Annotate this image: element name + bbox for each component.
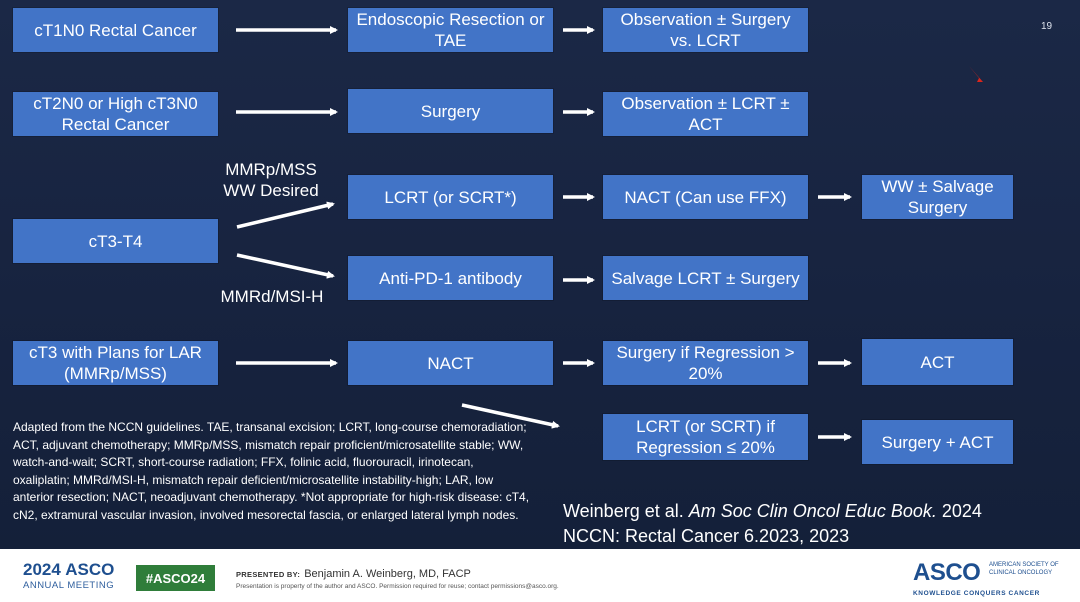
meeting-sub: ANNUAL MEETING — [23, 580, 115, 591]
slide: 19 cT1N0 Rectal Cancer Endoscopic Resect… — [0, 0, 1080, 549]
asco-logo: ASCO AMERICAN SOCIETY OF CLINICAL ONCOLO… — [913, 559, 1063, 597]
branch-label-mmrp: MMRp/MSS WW Desired — [223, 160, 319, 200]
asco-society-name: AMERICAN SOCIETY OF CLINICAL ONCOLOGY — [989, 562, 1059, 576]
footnote: Adapted from the NCCN guidelines. TAE, t… — [13, 420, 530, 522]
stage-ct2n0: cT2N0 or High cT3N0 Rectal Cancer — [13, 92, 218, 136]
anti-pd1-box: Anti-PD-1 antibody — [348, 256, 553, 300]
footer: 2024 ASCO ANNUAL MEETING #ASCO24 PRESENT… — [0, 549, 1080, 602]
asco-tagline: KNOWLEDGE CONQUERS CANCER — [913, 590, 1040, 597]
observation-surgery-box: Observation ± Surgery vs. LCRT — [603, 8, 808, 52]
asco-annual-meeting-logo: 2024 ASCO ANNUAL MEETING — [23, 560, 114, 591]
nact-ffx-box: NACT (Can use FFX) — [603, 175, 808, 219]
asco-logo-word: ASCO — [913, 559, 981, 586]
lcrt-box: LCRT (or SCRT*) — [348, 175, 553, 219]
branch-label-mmrd: MMRd/MSI-H — [220, 287, 324, 306]
citation-author: Weinberg et al. — [563, 501, 689, 521]
presented-by-label: PRESENTED BY: — [236, 570, 301, 579]
stage-ct3-lar: cT3 with Plans for LAR (MMRp/MSS) — [13, 341, 218, 385]
hashtag-badge: #ASCO24 — [136, 565, 215, 591]
disclaimer: Presentation is property of the author a… — [236, 583, 559, 590]
stage-ct1n0: cT1N0 Rectal Cancer — [13, 8, 218, 52]
salvage-lcrt-box: Salvage LCRT ± Surgery — [603, 256, 808, 300]
citation-journal: Am Soc Clin Oncol Educ Book. — [688, 501, 937, 521]
arrow-layer — [236, 26, 983, 441]
presenter-name: Benjamin A. Weinberg, MD, FACP — [304, 568, 471, 580]
citation-line-1: Weinberg et al. Am Soc Clin Oncol Educ B… — [563, 499, 982, 524]
pointer-icon — [969, 66, 983, 82]
endoscopic-resection-box: Endoscopic Resection or TAE — [348, 8, 553, 52]
ww-salvage-box: WW ± Salvage Surgery — [862, 175, 1013, 219]
surgery-box: Surgery — [348, 89, 553, 133]
surgery-act-box: Surgery + ACT — [862, 420, 1013, 464]
arrow-nact-to-lcrt-if — [461, 403, 560, 429]
citation: Weinberg et al. Am Soc Clin Oncol Educ B… — [563, 499, 982, 549]
surgery-if-regression-box: Surgery if Regression > 20% — [603, 341, 808, 385]
meeting-brand: ASCO — [65, 560, 115, 579]
citation-year: 2024 — [936, 501, 982, 521]
stage-ct3-t4: cT3-T4 — [13, 219, 218, 263]
slide-number: 19 — [1041, 21, 1053, 32]
lcrt-if-regression-box: LCRT (or SCRT) if Regression ≤ 20% — [603, 414, 808, 460]
presented-by: PRESENTED BY:Benjamin A. Weinberg, MD, F… — [236, 564, 471, 582]
act-box: ACT — [862, 339, 1013, 385]
arrow-ct3t4-to-lcrt — [236, 201, 335, 229]
citation-line-2: NCCN: Rectal Cancer 6.2023, 2023 — [563, 526, 850, 546]
arrow-ct3t4-to-antipd1 — [236, 253, 335, 279]
nact-box: NACT — [348, 341, 553, 385]
observation-lcrt-act-box: Observation ± LCRT ± ACT — [603, 92, 808, 136]
meeting-year: 2024 — [23, 560, 61, 579]
